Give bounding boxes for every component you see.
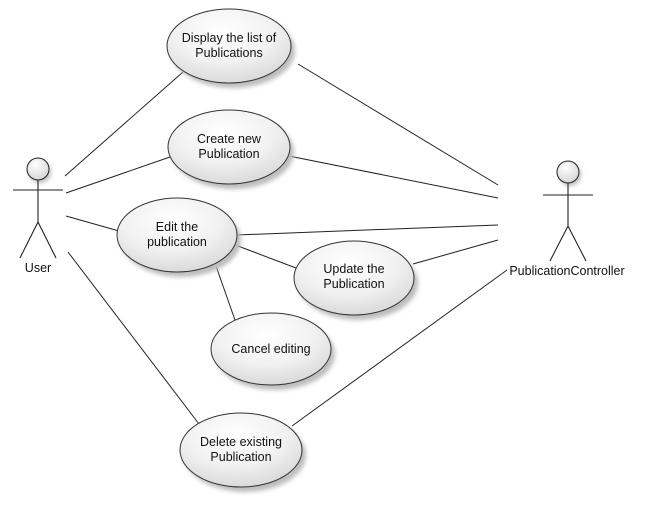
use-case-label-line1: Edit the xyxy=(156,220,198,234)
actor-head-icon xyxy=(26,157,50,181)
use-case-cancel[interactable]: Cancel editing xyxy=(210,312,335,390)
use-case-label-line1: Create new xyxy=(197,132,262,146)
use-case-create[interactable]: Create new Publication xyxy=(167,109,294,189)
assoc-controller-delete xyxy=(291,269,508,427)
associations xyxy=(64,63,508,427)
use-case-ellipse xyxy=(167,109,291,185)
use-case-label-line1: Update the xyxy=(323,262,384,276)
use-case-label-line2: Publication xyxy=(323,277,384,291)
actor-user[interactable]: User xyxy=(13,157,63,275)
assoc-edit-cancel xyxy=(215,265,236,321)
assoc-edit-update xyxy=(229,242,297,269)
assoc-controller-create xyxy=(288,155,499,199)
assoc-user-create xyxy=(65,156,171,194)
actor-right-leg xyxy=(37,221,57,259)
use-case-label-line1: Delete existing xyxy=(200,435,282,449)
use-case-edit[interactable]: Edit the publication xyxy=(116,197,241,277)
actor-label: PublicationController xyxy=(509,264,624,278)
use-case-label-line2: publication xyxy=(147,235,207,249)
use-case-ellipse xyxy=(210,312,332,386)
actor-head-icon xyxy=(556,160,580,184)
use-case-label: Cancel editing xyxy=(231,342,310,356)
use-case-label-line2: Publications xyxy=(195,46,262,60)
use-case-ellipse xyxy=(293,240,415,316)
use-case-update[interactable]: Update the Publication xyxy=(293,240,418,320)
actor-right-leg xyxy=(567,225,587,262)
use-case-label-line1: Display the list of xyxy=(182,31,277,45)
use-case-label-line2: Publication xyxy=(210,450,271,464)
use-case-delete[interactable]: Delete existing Publication xyxy=(179,412,306,492)
assoc-user-display xyxy=(64,71,184,177)
assoc-controller-update xyxy=(412,239,499,265)
use-case-label-line2: Publication xyxy=(198,147,259,161)
use-case-ellipse xyxy=(116,197,238,273)
assoc-user-delete xyxy=(67,251,200,425)
actor-left-leg xyxy=(19,221,39,259)
use-case-display-list[interactable]: Display the list of Publications xyxy=(166,8,295,88)
assoc-controller-edit xyxy=(235,224,499,236)
actor-left-leg xyxy=(549,225,569,262)
actor-publication-controller[interactable]: PublicationController xyxy=(509,160,625,278)
assoc-controller-display xyxy=(297,63,499,186)
use-case-ellipse xyxy=(179,412,303,488)
use-case-ellipse xyxy=(166,8,292,84)
actor-label: User xyxy=(25,261,51,275)
assoc-user-edit xyxy=(65,215,120,232)
